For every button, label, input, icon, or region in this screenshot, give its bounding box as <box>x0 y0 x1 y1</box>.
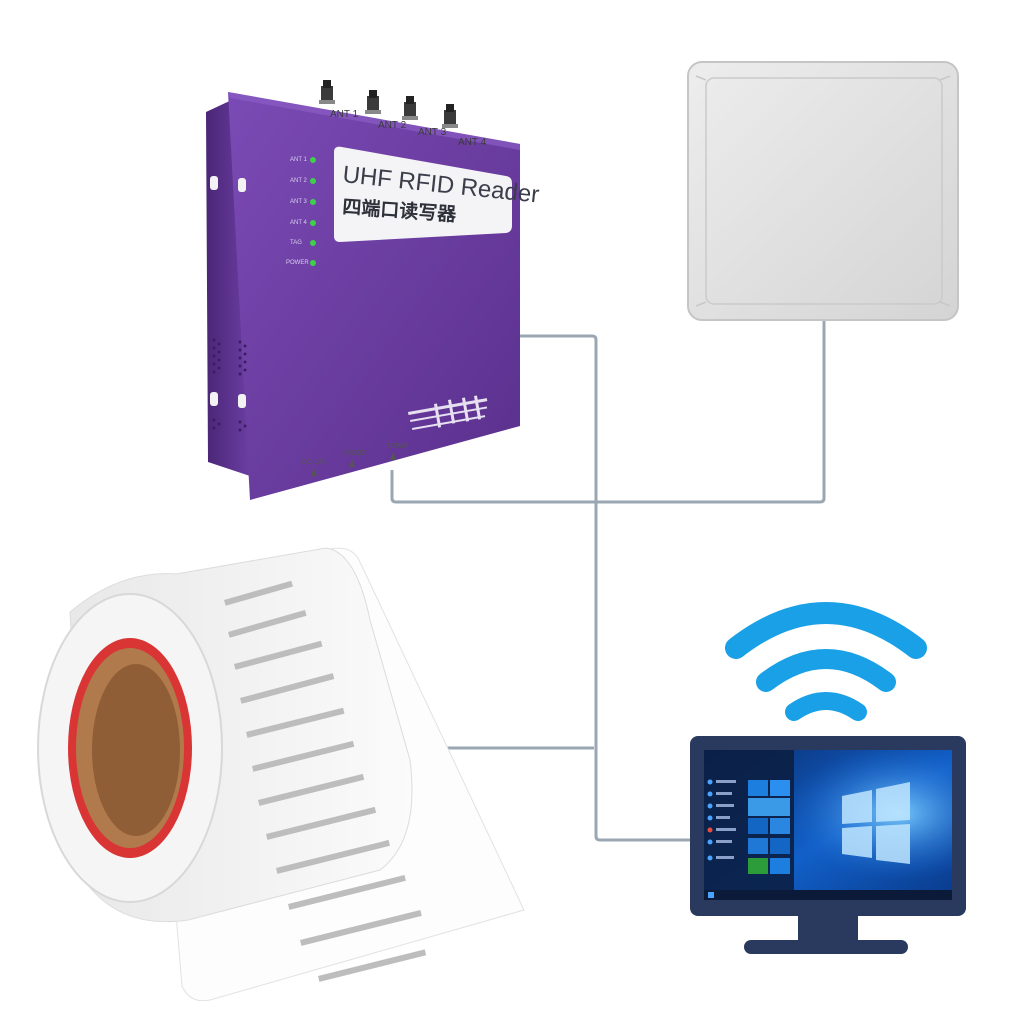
antenna-connector-4 <box>442 104 458 128</box>
vent-grille <box>212 338 247 432</box>
led-label: ANT 4 <box>290 220 308 226</box>
windows-logo <box>842 782 910 864</box>
antenna-port-label: ANT 3 <box>418 127 447 138</box>
port-label: DC 12V <box>302 459 327 466</box>
status-led <box>310 178 316 184</box>
mount-slot <box>238 178 246 192</box>
antenna-connector-2 <box>365 90 381 114</box>
antenna-port-label: ANT 4 <box>458 137 487 148</box>
mount-slot <box>210 176 218 190</box>
antenna-connector-3 <box>402 96 418 120</box>
reader-to-hub-cable <box>520 334 692 842</box>
led-label: POWER <box>286 260 309 266</box>
mount-slot <box>238 394 246 408</box>
reader-label-plate <box>334 146 512 242</box>
status-led <box>310 220 316 226</box>
computer-monitor <box>690 736 966 954</box>
monitor-base <box>744 940 908 954</box>
rfid-tag-roll <box>37 547 525 1002</box>
status-led <box>310 260 316 266</box>
status-leds: ANT 1 ANT 2 ANT 3 ANT 4 TAG POWER <box>286 157 316 266</box>
reader-to-antenna-cable <box>390 318 826 504</box>
wifi-icon <box>725 602 927 721</box>
mount-slot <box>210 392 218 406</box>
status-led <box>310 240 316 246</box>
antenna-port-label: ANT 1 <box>330 109 359 120</box>
status-led <box>310 157 316 163</box>
roll-core-inner <box>92 664 180 836</box>
rfid-reader: ANT 1 ANT 2 ANT 3 ANT 4 ANT 1 ANT 2 ANT … <box>206 80 540 500</box>
antenna-connector-1 <box>319 80 335 104</box>
taskbar <box>704 890 952 900</box>
start-tiles <box>748 780 790 874</box>
tag-inlays <box>224 580 427 982</box>
port-marker-arrow <box>311 468 317 476</box>
start-menu-icons <box>707 779 736 861</box>
antenna-connectors <box>319 80 458 128</box>
interface-connector-strip <box>408 395 488 430</box>
rfid-antenna-panel <box>687 61 959 321</box>
led-label: ANT 1 <box>290 157 308 163</box>
port-label: TCP/IP <box>386 443 409 450</box>
port-marker-arrow <box>349 459 355 467</box>
port-marker-arrow <box>390 452 396 460</box>
antenna-port-label: ANT 2 <box>378 120 407 131</box>
led-label: ANT 3 <box>290 199 308 205</box>
monitor-neck <box>798 916 858 940</box>
status-led <box>310 199 316 205</box>
led-label: TAG <box>290 240 302 246</box>
led-label: ANT 2 <box>290 178 308 184</box>
port-label: RS232 <box>344 450 366 457</box>
